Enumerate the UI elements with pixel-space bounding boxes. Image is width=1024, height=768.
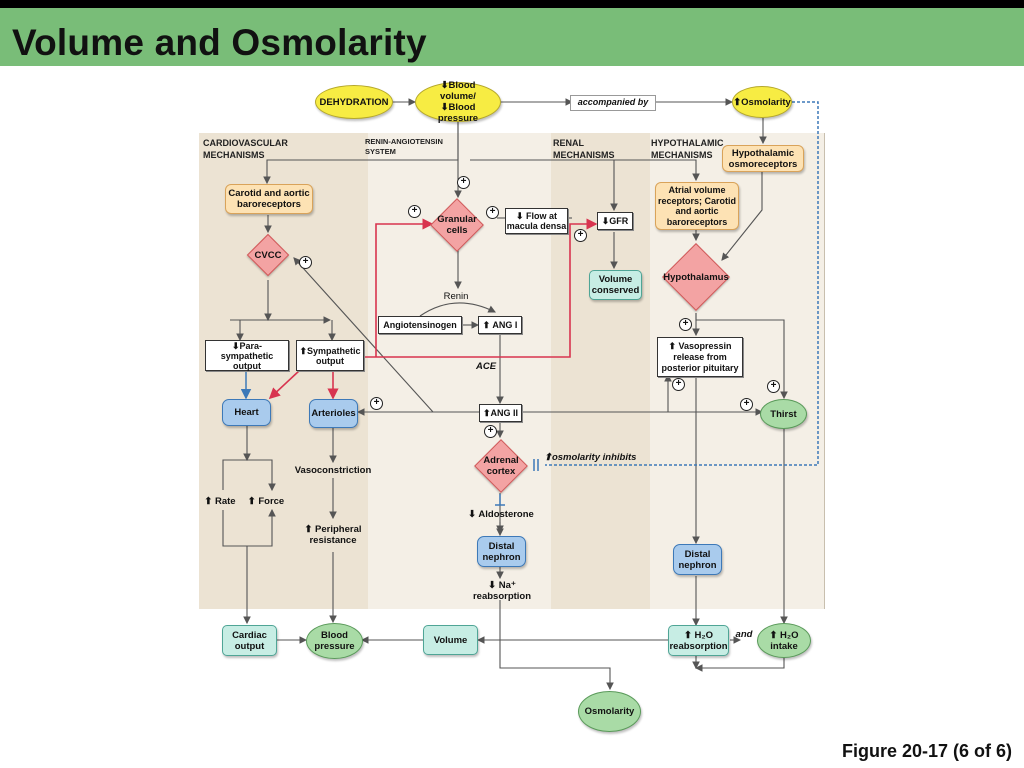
gfr-node: ⬇GFR — [597, 212, 633, 230]
adrenal-cortex-label: Adrenal cortex — [483, 455, 519, 477]
ang-i-node: ⬆ ANG I — [478, 316, 522, 334]
flow-macula-densa-node: ⬇ Flow at macula densa — [505, 208, 568, 234]
distal-nephron-right-node: Distal nephron — [673, 544, 722, 575]
heart-node: Heart — [222, 399, 271, 426]
sympathetic-output-node: ⬆Sympathetic output — [296, 340, 364, 371]
plus-sign: + — [672, 378, 685, 391]
peripheral-resistance-label: ⬆ Peripheral resistance — [304, 524, 362, 546]
thirst-node: Thirst — [760, 399, 807, 429]
plus-sign: + — [486, 206, 499, 219]
arterioles-node: Arterioles — [309, 399, 358, 428]
vasopressin-release-node: ⬆ Vasopressin release from posterior pit… — [657, 337, 743, 377]
h2o-intake-node: ⬆ H₂O intake — [757, 623, 811, 658]
accompanied-by-label: accompanied by — [570, 95, 656, 111]
ace-label: ACE — [475, 361, 497, 372]
and-label: and — [735, 629, 753, 640]
volume-node: Volume — [423, 625, 478, 655]
osmolarity-top-node: ⬆Osmolarity — [732, 86, 792, 118]
granular-cells-node: Granular cells — [430, 198, 484, 252]
plus-sign: + — [370, 397, 383, 410]
force-label: ⬆ Force — [247, 496, 285, 507]
section-label-hypothalamic: HYPOTHALAMIC MECHANISMS — [651, 138, 724, 160]
plus-sign: + — [574, 229, 587, 242]
angiotensinogen-node: Angiotensinogen — [378, 316, 462, 334]
granular-cells-label: Granular cells — [437, 214, 477, 236]
volume-conserved-node: Volume conserved — [589, 270, 642, 300]
top-border — [0, 0, 1024, 8]
parasympathetic-output-node: ⬇Para- sympathetic output — [205, 340, 289, 371]
section-label-renal: RENAL MECHANISMS — [553, 138, 615, 160]
osmolarity-bottom-node: Osmolarity — [578, 691, 641, 732]
blood-pressure-node: Blood pressure — [306, 623, 363, 659]
distal-nephron-left-node: Distal nephron — [477, 536, 526, 567]
hypothalamic-osmoreceptors-node: Hypothalamic osmoreceptors — [722, 145, 804, 172]
renin-label: Renin — [443, 291, 469, 302]
cvcc-label: CVCC — [254, 249, 282, 261]
osmolarity-inhibits-label: ⬆osmolarity inhibits — [544, 452, 637, 463]
carotid-aortic-baroreceptors-node: Carotid and aortic baroreceptors — [225, 184, 313, 214]
atrial-volume-receptors-node: Atrial volume receptors; Carotid and aor… — [655, 182, 739, 230]
rate-label: ⬆ Rate — [204, 496, 236, 507]
plus-sign: + — [740, 398, 753, 411]
hypothalamus-node: Hypothalamus — [662, 243, 730, 311]
adrenal-cortex-node: Adrenal cortex — [474, 439, 528, 493]
title-bar: Volume and Osmolarity — [0, 8, 1024, 66]
ang-ii-node: ⬆ANG II — [479, 404, 522, 422]
plus-sign: + — [299, 256, 312, 269]
section-label-cardiovascular: CARDIOVASCULAR MECHANISMS — [203, 138, 288, 160]
plus-sign: + — [408, 205, 421, 218]
slide-title: Volume and Osmolarity — [12, 22, 427, 63]
hypothalamus-label: Hypothalamus — [663, 271, 729, 283]
plus-sign: + — [679, 318, 692, 331]
plus-sign: + — [457, 176, 470, 189]
cvcc-node: CVCC — [246, 233, 290, 277]
cardiac-output-node: Cardiac output — [222, 625, 277, 656]
vasoconstriction-label: Vasoconstriction — [294, 465, 372, 476]
plus-sign: + — [484, 425, 497, 438]
dehydration-node: DEHYDRATION — [315, 85, 393, 119]
na-reabsorption-label: ⬇ Na⁺ reabsorption — [472, 580, 532, 602]
figure-caption: Figure 20-17 (6 of 6) — [841, 741, 1012, 761]
plus-sign: + — [767, 380, 780, 393]
aldosterone-label: ⬇ Aldosterone — [468, 509, 534, 520]
h2o-reabsorption-node: ⬆ H₂O reabsorption — [668, 625, 729, 656]
section-label-renin-angiotensin: RENIN-ANGIOTENSIN SYSTEM — [365, 137, 443, 156]
blood-volume-pressure-node: ⬇Blood volume/ ⬇Blood pressure — [415, 80, 501, 124]
